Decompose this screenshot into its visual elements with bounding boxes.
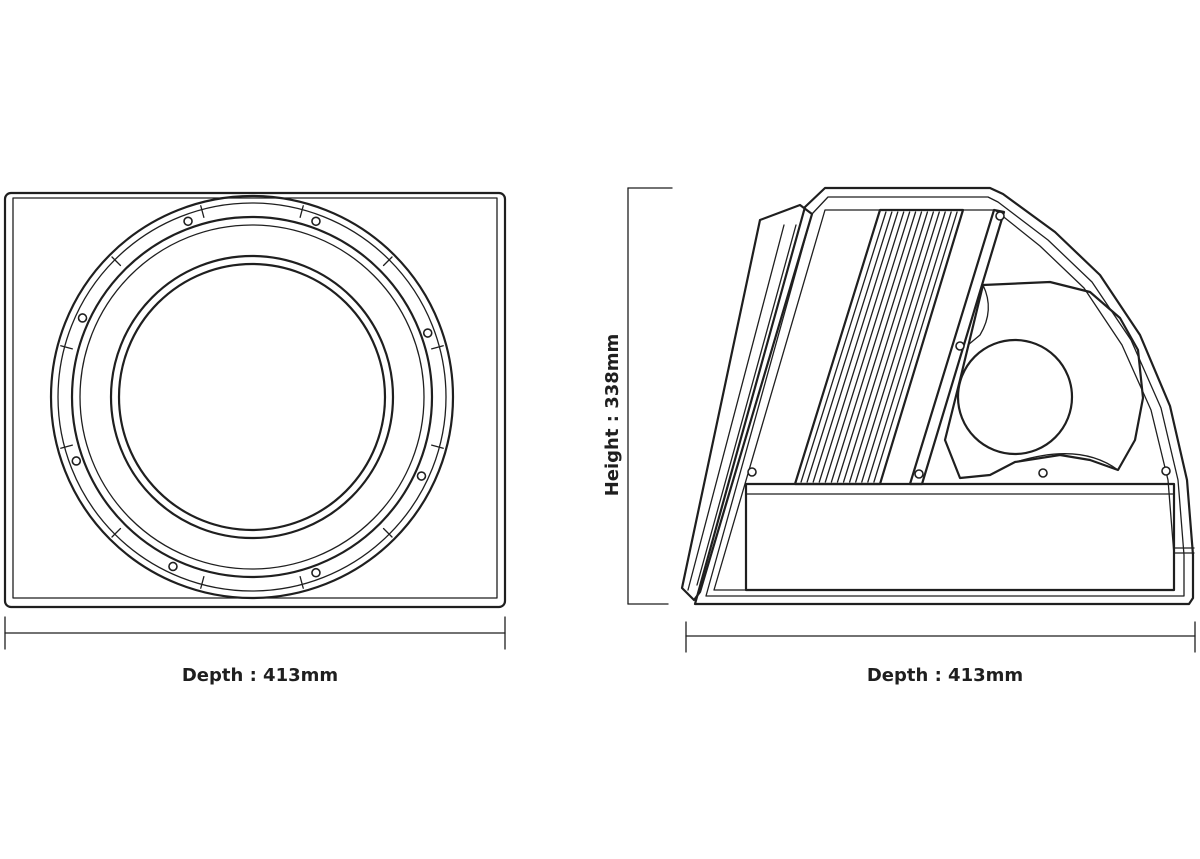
side-box-inner-line [705, 196, 1185, 597]
front-view: Depth : 413mm [3, 191, 507, 686]
screw [311, 567, 321, 578]
screw [1038, 468, 1048, 478]
front-baffle-edge [680, 203, 814, 602]
screw [422, 328, 433, 338]
screw [416, 471, 427, 481]
port-flare [1015, 453, 1119, 471]
heatsink-fin [855, 211, 940, 483]
speaker-rim-notches [60, 205, 444, 589]
rim-notch [299, 205, 304, 218]
rim-notch [60, 444, 73, 449]
speaker-rim-groove [57, 202, 447, 592]
heatsink-fin [842, 211, 929, 483]
bass-port-opening [956, 338, 1074, 456]
heatsink-fin [873, 211, 958, 483]
speaker-cone [117, 262, 387, 532]
rim-notch [111, 256, 122, 267]
screw [747, 467, 757, 477]
rim-notch [111, 527, 122, 538]
bottom-shelf [744, 482, 1176, 592]
heatsink-fin [824, 211, 911, 483]
rim-notch [431, 444, 444, 449]
rim-notch [382, 256, 393, 267]
screw [1161, 466, 1171, 476]
bass-port-housing [943, 280, 1145, 480]
amplifier-heatsink [793, 208, 965, 486]
side-depth-label: Depth : 413mm [867, 665, 1023, 686]
heatsink-fin [800, 211, 887, 483]
side-screws [747, 211, 1171, 479]
heatsink-fin [861, 211, 946, 483]
screw [995, 211, 1005, 221]
front-width-dimension [4, 616, 506, 650]
front-screws [71, 216, 433, 578]
heatsink-fins [800, 211, 958, 483]
speaker-surround-outer [109, 254, 395, 540]
rim-notch [200, 205, 205, 218]
screw [955, 341, 965, 351]
speaker-mounting-ring-inner [79, 224, 425, 570]
heatsink-fin [836, 211, 923, 483]
height-dimension [627, 187, 673, 605]
screw [914, 469, 924, 479]
screw [71, 456, 82, 466]
heatsink-fin [830, 211, 917, 483]
side-box-outline [693, 186, 1195, 606]
rim-notch [60, 345, 73, 350]
rim-notch [299, 576, 304, 589]
port-inner-curve [967, 284, 989, 346]
front-box-outline [3, 191, 507, 609]
rim-notch [382, 527, 393, 538]
screw [77, 313, 88, 323]
side-inner-panel [713, 209, 1175, 591]
speaker-mounting-ring [70, 215, 434, 579]
rim-notch [200, 576, 205, 589]
side-view: Height : 338mm Depth : 413mm [602, 186, 1196, 686]
heatsink-fin [848, 211, 935, 483]
heatsink-fin [812, 211, 899, 483]
front-width-label: Depth : 413mm [182, 665, 338, 686]
heatsink-fin [818, 211, 905, 483]
rim-notch [431, 345, 444, 350]
heatsink-fin [806, 211, 893, 483]
height-label: Height : 338mm [602, 334, 623, 497]
speaker-outer-rim [49, 194, 455, 600]
screw [311, 216, 321, 227]
side-depth-dimension [685, 621, 1196, 653]
heatsink-fin [867, 211, 952, 483]
internal-partition [908, 208, 1006, 486]
screw [183, 216, 193, 227]
screw [168, 561, 178, 572]
